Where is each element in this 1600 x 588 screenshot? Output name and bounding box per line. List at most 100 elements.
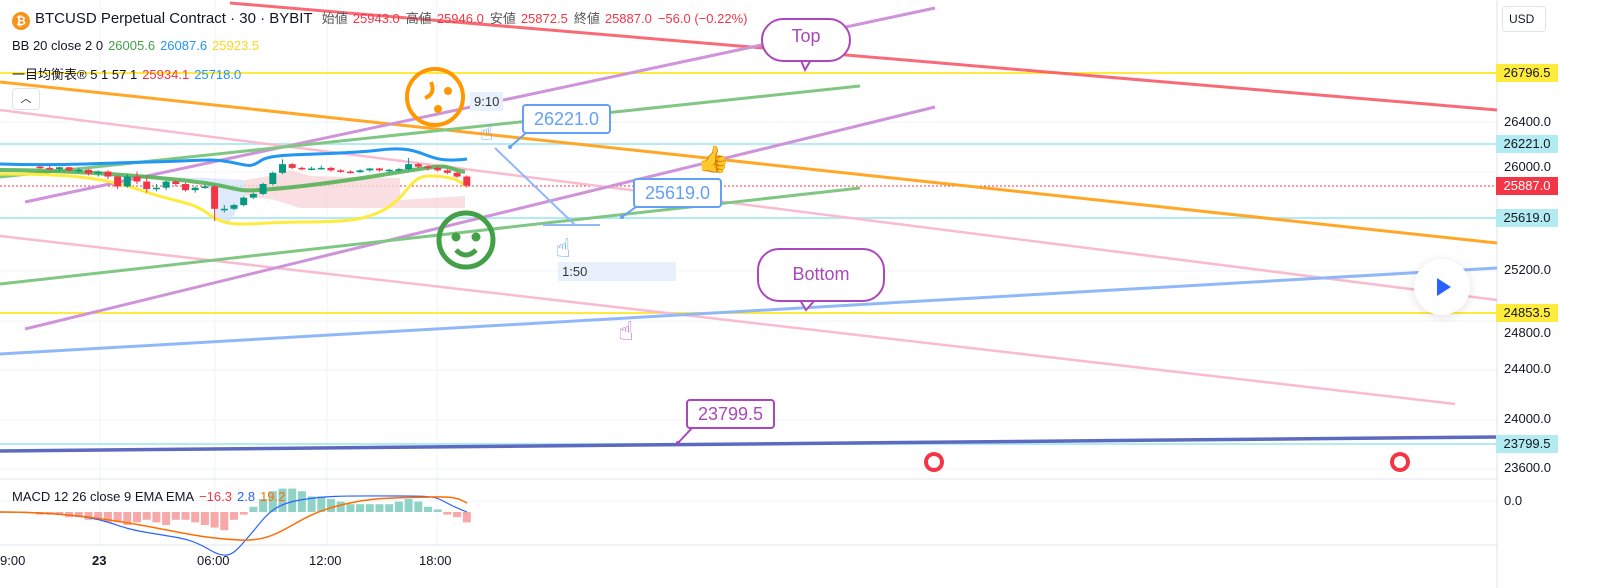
time-tick: 12:00: [309, 553, 342, 568]
sad-face-icon[interactable]: [405, 67, 465, 127]
pointing-hand-icon[interactable]: ☝: [480, 120, 493, 145]
pointing-hand-icon[interactable]: ☝: [618, 316, 634, 346]
macd-value: 2.8: [236, 489, 256, 504]
ichimoku-value-2: 25718.0: [194, 67, 242, 82]
macd-hist-bar: [55, 512, 64, 515]
price-tick: 26400.0: [1504, 114, 1551, 129]
price-note-23799[interactable]: 23799.5: [686, 399, 776, 429]
candle-body: [279, 164, 286, 173]
trendline-orange[interactable]: [0, 80, 1498, 245]
candle-body: [85, 169, 92, 174]
trendline-blue[interactable]: [0, 266, 1498, 356]
macd-hist-bar: [220, 512, 229, 531]
bubble-tail: [799, 299, 816, 312]
smiley-face-icon[interactable]: [436, 210, 496, 270]
candle-body: [424, 166, 432, 169]
time-tick: 18:00: [419, 553, 452, 568]
macd-hist-bar: [433, 509, 442, 512]
price-tick: 24800.0: [1504, 325, 1551, 340]
candle-body: [172, 181, 180, 184]
macd-label: MACD 12 26 close 9 EMA EMA: [12, 489, 195, 504]
last-price-tag: 25887.0: [1496, 177, 1558, 195]
macd-hist-bar: [356, 504, 365, 512]
currency-button[interactable]: USD: [1502, 6, 1546, 32]
candle-body: [123, 176, 131, 187]
close-label: 終値: [573, 11, 600, 26]
change-value: −56.0 (−0.22%): [657, 11, 748, 26]
macd-hist-bar: [84, 512, 93, 520]
candle-body: [201, 186, 209, 188]
open-label: 始値: [321, 11, 348, 26]
bitcoin-icon: ₿: [12, 12, 30, 30]
candle-body: [434, 167, 442, 171]
price-tick: 26000.0: [1504, 159, 1551, 174]
macd-hist-bar: [404, 499, 413, 512]
price-tag-26796: 26796.5: [1496, 64, 1558, 82]
macd-hist-bar: [268, 491, 277, 512]
macd-hist-bar: [171, 512, 180, 520]
bb-basis-value: 26005.6: [108, 38, 156, 53]
macd-hist-bar: [191, 512, 200, 523]
candle-body: [337, 170, 345, 172]
macd-hist-bar: [297, 491, 306, 512]
macd-hist-bar: [365, 504, 374, 512]
candle-body: [152, 187, 160, 190]
time-tick: 23: [92, 553, 107, 568]
candle-body: [453, 172, 461, 177]
price-note-26221[interactable]: 26221.0: [522, 104, 612, 134]
macd-legend[interactable]: MACD 12 26 close 9 EMA EMA −16.3 2.8 19.2: [12, 489, 290, 504]
high-label: 高値: [405, 11, 432, 26]
trendline-red[interactable]: [229, 1, 1498, 112]
date-range-end: 1:50: [558, 262, 676, 281]
candle-body: [75, 169, 83, 172]
candle-body: [46, 167, 54, 170]
candle-body: [288, 164, 296, 168]
candle-body: [405, 164, 413, 170]
trendline-dark-blue[interactable]: [0, 435, 1498, 453]
macd-hist-bar: [113, 512, 122, 523]
low-value: 25872.5: [520, 11, 568, 26]
trendline-pink-upper[interactable]: [0, 108, 1498, 302]
candle-body: [162, 181, 170, 188]
macd-tick: 0.0: [1504, 493, 1523, 508]
price-note-25619[interactable]: 25619.0: [633, 178, 723, 208]
thumbs-up-icon[interactable]: 👍: [697, 144, 729, 174]
candle-body: [385, 169, 393, 172]
candle-body: [143, 181, 151, 189]
macd-hist-value: −16.3: [199, 489, 232, 504]
high-value: 25946.0: [436, 11, 484, 26]
symbol-legend[interactable]: ₿BTCUSD Perpetual Contract · 30 · BYBIT …: [12, 8, 757, 30]
us-flag-event-icon[interactable]: [924, 452, 1410, 472]
collapse-legend-button[interactable]: ︿: [12, 88, 40, 110]
callout-bottom[interactable]: Bottom: [757, 248, 885, 302]
macd-hist-bar: [462, 512, 471, 523]
macd-hist-bar: [239, 512, 248, 515]
macd-signal-value: 19.2: [260, 489, 286, 504]
bb-lower-value: 25923.5: [212, 38, 260, 53]
candle-body: [463, 176, 471, 186]
callout-top[interactable]: Top: [761, 18, 851, 62]
close-value: 25887.0: [604, 11, 652, 26]
time-tick: 06:00: [197, 553, 230, 568]
price-tag-25619: 25619.0: [1496, 209, 1558, 227]
price-tick: 25200.0: [1504, 262, 1551, 277]
candle-body: [259, 184, 267, 194]
macd-hist-bar: [336, 501, 345, 512]
macd-hist-bar: [123, 512, 132, 525]
date-range-line[interactable]: [494, 147, 576, 226]
macd-hist-bar: [346, 504, 355, 512]
macd-hist-bar: [443, 512, 452, 515]
macd-hist-bar: [103, 512, 112, 523]
pointing-hand-icon[interactable]: ☝: [555, 233, 571, 263]
ichimoku-cloud-bear: [245, 170, 465, 208]
macd-hist-bar: [424, 506, 432, 512]
scroll-to-realtime-button[interactable]: [1414, 259, 1470, 315]
bb-upper-value: 26087.6: [160, 38, 208, 53]
trendline-pink-lower[interactable]: [0, 234, 1456, 406]
macd-hist-bar: [162, 512, 171, 525]
macd-hist-bar: [249, 506, 258, 512]
